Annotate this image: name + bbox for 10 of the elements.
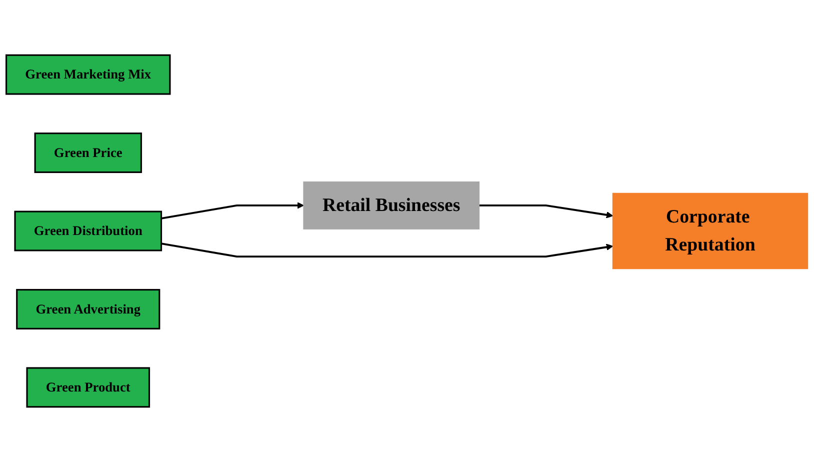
node-box: Green Marketing Mix [6,54,171,95]
node-box: Retail Businesses [303,181,480,230]
node-box: Green Distribution [14,210,162,252]
node-box: Corporate Reputation [612,192,808,270]
node-box: Green Product [26,367,150,408]
arrow [479,204,614,218]
node-box: Green Price [34,132,142,174]
arrow [161,242,614,258]
arrow [161,202,304,220]
node-box: Green Advertising [16,288,160,330]
